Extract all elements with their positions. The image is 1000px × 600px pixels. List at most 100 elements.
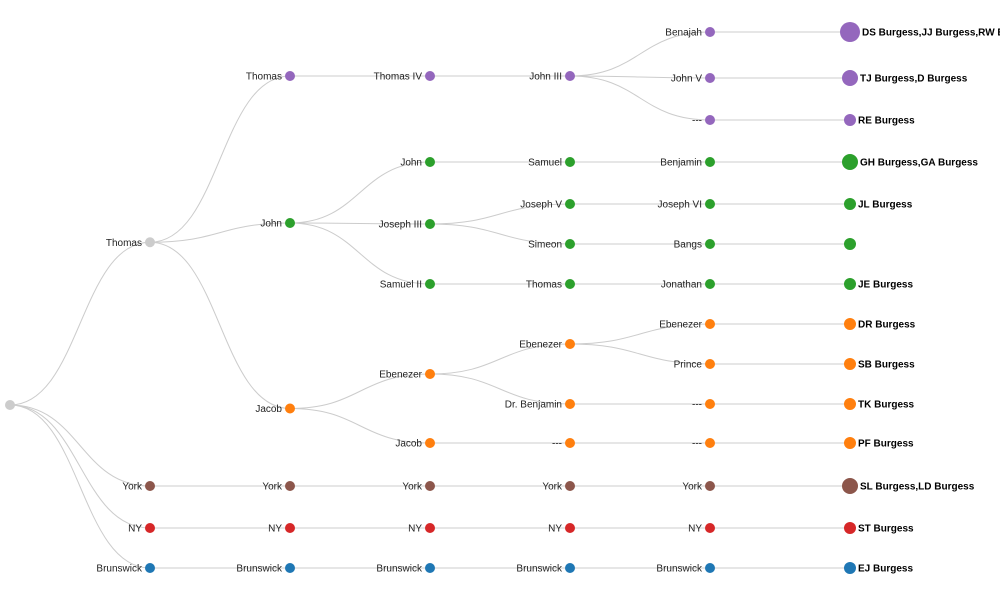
tree-node-ebenezer-33[interactable]: Ebenezer bbox=[379, 369, 435, 381]
tree-node-benajah-1[interactable]: Benajah bbox=[665, 27, 715, 39]
node-circle[interactable] bbox=[705, 27, 715, 37]
node-circle[interactable] bbox=[705, 319, 715, 329]
tree-node-bangs-17[interactable]: Bangs bbox=[674, 239, 715, 251]
node-circle[interactable] bbox=[842, 70, 858, 86]
tree-node-thomas-iv-7[interactable]: Thomas IV bbox=[374, 71, 435, 83]
node-circle[interactable] bbox=[844, 278, 856, 290]
node-circle[interactable] bbox=[705, 523, 715, 533]
node-circle[interactable] bbox=[840, 22, 860, 42]
tree-node-brunswick-54[interactable]: Brunswick bbox=[516, 563, 575, 575]
tree-node-prince-28[interactable]: Prince bbox=[674, 359, 715, 371]
tree-node-brunswick-53[interactable]: Brunswick bbox=[656, 563, 715, 575]
node-circle[interactable] bbox=[844, 437, 856, 449]
tree-node-john-v-3[interactable]: John V bbox=[671, 73, 715, 85]
tree-node-joseph-v-15[interactable]: Joseph V bbox=[520, 199, 575, 211]
tree-node-york-45[interactable]: York bbox=[122, 481, 155, 493]
node-circle[interactable] bbox=[565, 481, 575, 491]
tree-node-jonathan-21[interactable]: Jonathan bbox=[661, 279, 715, 291]
node-circle[interactable] bbox=[145, 563, 155, 573]
tree-node-blank-35[interactable]: --- bbox=[692, 438, 715, 450]
node-circle[interactable] bbox=[844, 238, 856, 250]
node-circle[interactable] bbox=[565, 157, 575, 167]
node-circle[interactable] bbox=[425, 481, 435, 491]
tree-node-brunswick-55[interactable]: Brunswick bbox=[376, 563, 435, 575]
tree-node-st-burgess-46[interactable]: ST Burgess bbox=[844, 522, 914, 535]
tree-node-samuel-11[interactable]: Samuel bbox=[528, 157, 575, 169]
tree-node-jl-burgess-13[interactable]: JL Burgess bbox=[844, 198, 913, 211]
tree-node-blank-5[interactable]: --- bbox=[692, 115, 715, 127]
tree-node-joseph-vi-14[interactable]: Joseph VI bbox=[658, 199, 715, 211]
tree-node-ej-burgess-52[interactable]: EJ Burgess bbox=[844, 562, 913, 575]
node-circle[interactable] bbox=[425, 369, 435, 379]
node-circle[interactable] bbox=[844, 114, 856, 126]
tree-node-york-44[interactable]: York bbox=[262, 481, 295, 493]
tree-node-benjamin-10[interactable]: Benjamin bbox=[660, 157, 715, 169]
tree-node-re-burgess-4[interactable]: RE Burgess bbox=[844, 114, 915, 127]
tree-node-thomas-8[interactable]: Thomas bbox=[246, 71, 295, 83]
node-circle[interactable] bbox=[565, 523, 575, 533]
node-circle[interactable] bbox=[705, 73, 715, 83]
node-circle[interactable] bbox=[565, 239, 575, 249]
tree-node-ds-burgess-jj-burgess-rw-burgess-0[interactable]: DS Burgess,JJ Burgess,RW Burgess bbox=[840, 22, 1000, 42]
tree-node-brunswick-57[interactable]: Brunswick bbox=[96, 563, 155, 575]
tree-node-tk-burgess-30[interactable]: TK Burgess bbox=[844, 398, 915, 411]
node-circle[interactable] bbox=[705, 239, 715, 249]
tree-node-jacob-37[interactable]: Jacob bbox=[395, 438, 435, 450]
node-circle[interactable] bbox=[285, 481, 295, 491]
node-circle[interactable] bbox=[705, 279, 715, 289]
node-circle[interactable] bbox=[285, 218, 295, 228]
tree-node-jacob-38[interactable]: Jacob bbox=[255, 403, 295, 416]
tree-node-john-iii-6[interactable]: John III bbox=[529, 71, 575, 83]
node-circle[interactable] bbox=[285, 523, 295, 533]
node-circle[interactable] bbox=[844, 198, 856, 210]
node-circle[interactable] bbox=[844, 318, 856, 330]
node-circle[interactable] bbox=[844, 398, 856, 410]
tree-node-je-burgess-20[interactable]: JE Burgess bbox=[844, 278, 913, 291]
tree-node-york-43[interactable]: York bbox=[402, 481, 435, 493]
node-circle[interactable] bbox=[705, 399, 715, 409]
tree-node-dr-benjamin-32[interactable]: Dr. Benjamin bbox=[505, 399, 575, 411]
node-circle[interactable] bbox=[145, 237, 155, 248]
tree-node-dr-burgess-25[interactable]: DR Burgess bbox=[844, 318, 916, 331]
tree-node-simeon-18[interactable]: Simeon bbox=[528, 239, 575, 251]
node-circle[interactable] bbox=[705, 115, 715, 125]
tree-node-ny-49[interactable]: NY bbox=[408, 523, 435, 535]
tree-node-brunswick-56[interactable]: Brunswick bbox=[236, 563, 295, 575]
tree-node-thomas-39[interactable]: Thomas bbox=[106, 237, 155, 249]
tree-node-york-41[interactable]: York bbox=[682, 481, 715, 493]
tree-node-blank-36[interactable]: --- bbox=[552, 438, 575, 450]
node-circle[interactable] bbox=[145, 523, 155, 533]
node-circle[interactable] bbox=[565, 339, 575, 349]
tree-node-joseph-iii-19[interactable]: Joseph III bbox=[379, 219, 435, 231]
tree-node-john-12[interactable]: John bbox=[400, 157, 435, 169]
node-circle[interactable] bbox=[425, 279, 435, 289]
node-circle[interactable] bbox=[425, 219, 435, 229]
node-circle[interactable] bbox=[425, 438, 435, 448]
node-circle[interactable] bbox=[425, 563, 435, 573]
node-circle[interactable] bbox=[565, 563, 575, 573]
tree-node-ny-51[interactable]: NY bbox=[128, 523, 155, 535]
tree-node-york-42[interactable]: York bbox=[542, 481, 575, 493]
node-circle[interactable] bbox=[842, 154, 858, 170]
tree-node-ny-47[interactable]: NY bbox=[688, 523, 715, 535]
tree-node-thomas-22[interactable]: Thomas bbox=[526, 279, 575, 291]
node-circle[interactable] bbox=[705, 157, 715, 167]
tree-node-gh-burgess-ga-burgess-9[interactable]: GH Burgess,GA Burgess bbox=[842, 154, 978, 170]
tree-node-sl-burgess-ld-burgess-40[interactable]: SL Burgess,LD Burgess bbox=[842, 478, 975, 494]
node-circle[interactable] bbox=[425, 157, 435, 167]
node-circle[interactable] bbox=[145, 481, 155, 491]
tree-node-blank-16[interactable] bbox=[844, 238, 856, 250]
tree-node-ebenezer-26[interactable]: Ebenezer bbox=[659, 319, 715, 331]
node-circle[interactable] bbox=[285, 403, 295, 414]
node-circle[interactable] bbox=[844, 522, 856, 534]
node-circle[interactable] bbox=[285, 71, 295, 81]
tree-node-sb-burgess-27[interactable]: SB Burgess bbox=[844, 358, 915, 371]
node-circle[interactable] bbox=[5, 400, 15, 410]
node-circle[interactable] bbox=[705, 481, 715, 491]
tree-node-samuel-ii-23[interactable]: Samuel II bbox=[380, 279, 435, 291]
node-circle[interactable] bbox=[425, 71, 435, 81]
tree-node-tj-burgess-d-burgess-2[interactable]: TJ Burgess,D Burgess bbox=[842, 70, 968, 86]
tree-node-blank-58[interactable] bbox=[5, 400, 15, 410]
tree-node-ny-48[interactable]: NY bbox=[548, 523, 575, 535]
node-circle[interactable] bbox=[705, 359, 715, 369]
